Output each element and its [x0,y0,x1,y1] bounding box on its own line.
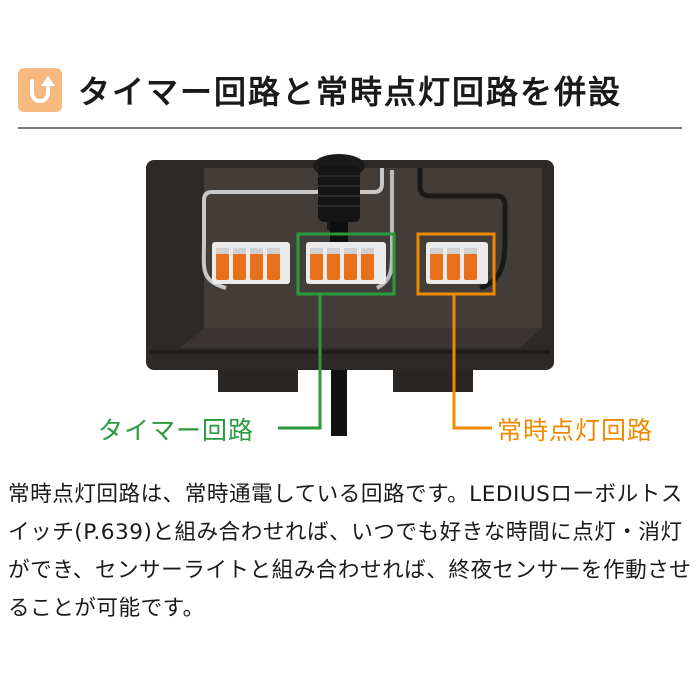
constant-highlight-box [416,232,496,296]
description-text: 常時点灯回路は、常時通電している回路です。LEDIUSローボルトスイッチ(P.6… [8,482,692,621]
timer-highlight-box [296,232,396,296]
header-divider [18,127,682,129]
constant-circuit-label: 常時点灯回路 [497,416,654,445]
constant-callout-line [452,294,492,430]
section-header: タイマー回路と常時点灯回路を併設 [18,66,682,114]
wire-grey-right [375,170,394,290]
junction-box-diagram [146,154,554,436]
u-turn-arrow-icon [18,68,62,112]
wire-grey-left [201,168,384,290]
timer-circuit-label: タイマー回路 [98,416,255,445]
terminal-block-constant [426,242,488,284]
cable-grommet-body [318,166,360,222]
terminal-block-left [212,242,290,284]
wire-black-right [417,168,508,291]
section-title: タイマー回路と常時点灯回路を併設 [78,73,623,111]
terminal-block-timer [306,242,386,284]
timer-callout-line [278,294,322,430]
